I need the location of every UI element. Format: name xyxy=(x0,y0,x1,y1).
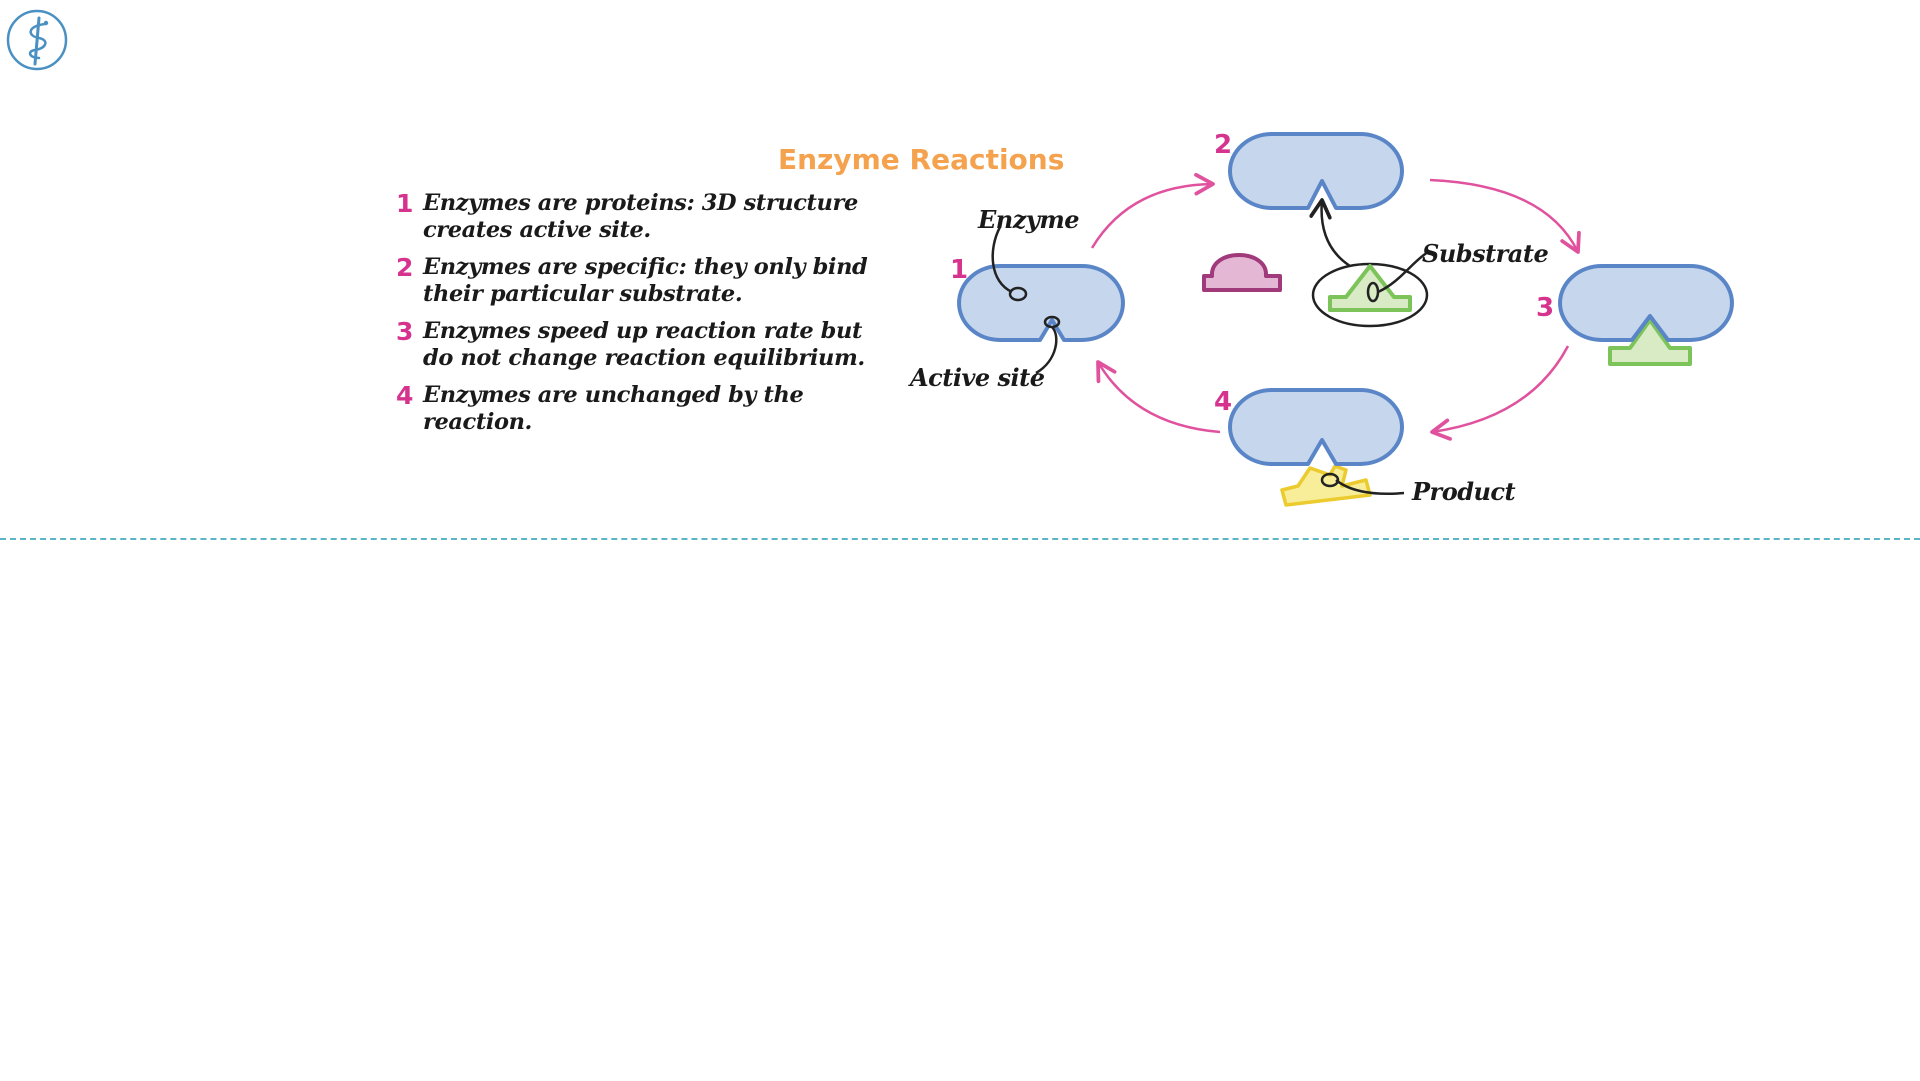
list-item: 3 Enzymes speed up reaction rate but do … xyxy=(392,318,912,372)
enzyme-properties-list: 1 Enzymes are proteins: 3D structure cre… xyxy=(392,190,912,446)
list-item: 2 Enzymes are specific: they only bind t… xyxy=(392,254,912,308)
product-pointer xyxy=(1335,479,1405,495)
item-text: Enzymes speed up reaction rate but do no… xyxy=(423,318,865,371)
substrate-to-enzyme-arrow xyxy=(1309,198,1351,268)
active-site-pointer xyxy=(1035,326,1058,375)
substrate-bound xyxy=(1608,318,1692,366)
substrate-pointer-dot xyxy=(1366,281,1380,303)
item-text: Enzymes are proteins: 3D structure creat… xyxy=(423,190,858,243)
cycle-arrow-1-to-2 xyxy=(1090,172,1215,249)
substrate-pointer xyxy=(1377,250,1429,294)
item-number: 3 xyxy=(396,317,414,346)
enzyme-label: Enzyme xyxy=(977,205,1079,234)
enzyme-pointer-dot xyxy=(1008,286,1028,302)
caduceus-icon xyxy=(6,9,68,71)
enzyme-state-4 xyxy=(1228,388,1404,507)
enzyme-shape xyxy=(1228,132,1404,210)
enzyme-state-1 xyxy=(957,264,1125,342)
enzyme-pointer xyxy=(991,226,1013,294)
list-item: 1 Enzymes are proteins: 3D structure cre… xyxy=(392,190,912,244)
step-number-4: 4 xyxy=(1214,387,1232,417)
step-number-3: 3 xyxy=(1536,293,1554,323)
step-number-1: 1 xyxy=(950,255,968,285)
enzyme-shape xyxy=(957,264,1125,342)
product-label: Product xyxy=(1411,477,1516,506)
cycle-arrow-2-to-3 xyxy=(1429,178,1581,254)
page-title: Enzyme Reactions xyxy=(778,143,1065,176)
item-number: 1 xyxy=(396,189,414,218)
step-number-2: 2 xyxy=(1214,130,1232,160)
enzyme-shape xyxy=(1228,388,1404,466)
item-text: Enzymes are specific: they only bind the… xyxy=(423,254,868,307)
non-specific-substrate xyxy=(1202,253,1282,292)
dashed-divider xyxy=(0,538,1920,540)
item-number: 4 xyxy=(396,381,414,410)
enzyme-shape xyxy=(1558,264,1734,342)
substrate-label: Substrate xyxy=(1422,239,1548,268)
free-substrate xyxy=(1328,264,1412,312)
enzyme-state-3 xyxy=(1558,264,1734,366)
item-number: 2 xyxy=(396,253,414,282)
list-item: 4 Enzymes are unchanged by the reaction. xyxy=(392,382,912,436)
active-site-pointer-dot xyxy=(1043,315,1061,329)
cycle-arrow-3-to-4 xyxy=(1430,345,1570,441)
enzyme-state-2 xyxy=(1228,132,1404,210)
active-site-label: Active site xyxy=(908,363,1045,392)
product-pointer-dot xyxy=(1320,472,1340,488)
item-text: Enzymes are unchanged by the reaction. xyxy=(423,382,804,435)
cycle-arrow-4-to-1 xyxy=(1096,360,1221,434)
enzyme-cycle-diagram: 1 2 3 4 Enzyme Active site Substrate Pro… xyxy=(908,130,1734,507)
